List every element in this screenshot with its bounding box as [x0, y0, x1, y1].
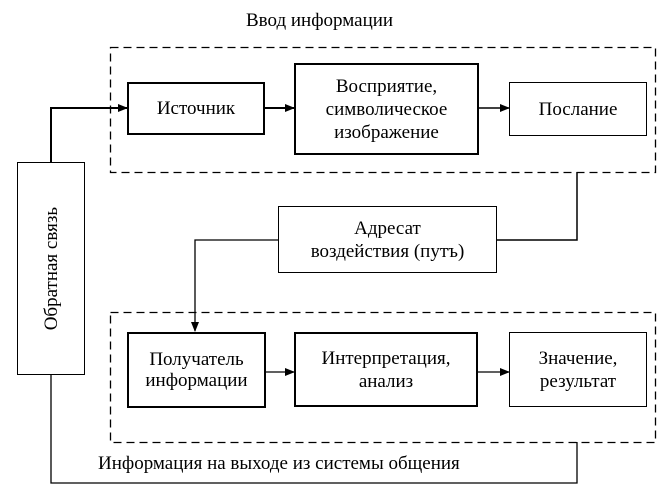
arrow-channel-to-receiver	[191, 239, 278, 332]
node-feedback: Обратная связь	[17, 162, 85, 375]
node-perception: Восприятие, символическое изображение	[294, 63, 479, 155]
node-feedback-label: Обратная связь	[40, 206, 62, 331]
output-caption: Информация на выходе из системы общения	[98, 453, 460, 474]
connector-output-to-feedback	[50, 375, 578, 484]
node-interpretation: Интерпретация, анализ	[294, 332, 478, 407]
node-channel: Адресат воздействия (путъ)	[278, 206, 497, 273]
input-group-title: Ввод информации	[246, 10, 394, 31]
node-source: Источник	[127, 82, 265, 135]
node-interpretation-label: Интерпретация, анализ	[321, 347, 451, 392]
arrow-feedback-to-source	[50, 104, 128, 162]
node-perception-label: Восприятие, символическое изображение	[325, 75, 448, 143]
connector-message-to-channel	[497, 172, 578, 241]
node-receiver-label: Получатель информации	[145, 349, 248, 391]
node-receiver: Получатель информации	[127, 332, 266, 408]
node-message: Послание	[509, 82, 647, 136]
input-information-frame	[109, 46, 657, 174]
node-meaning-label: Значение, результат	[538, 347, 618, 392]
node-message-label: Послание	[538, 98, 618, 120]
node-meaning: Значение, результат	[509, 332, 647, 407]
node-channel-label: Адресат воздействия (путъ)	[310, 217, 465, 262]
node-source-label: Источник	[156, 98, 236, 119]
